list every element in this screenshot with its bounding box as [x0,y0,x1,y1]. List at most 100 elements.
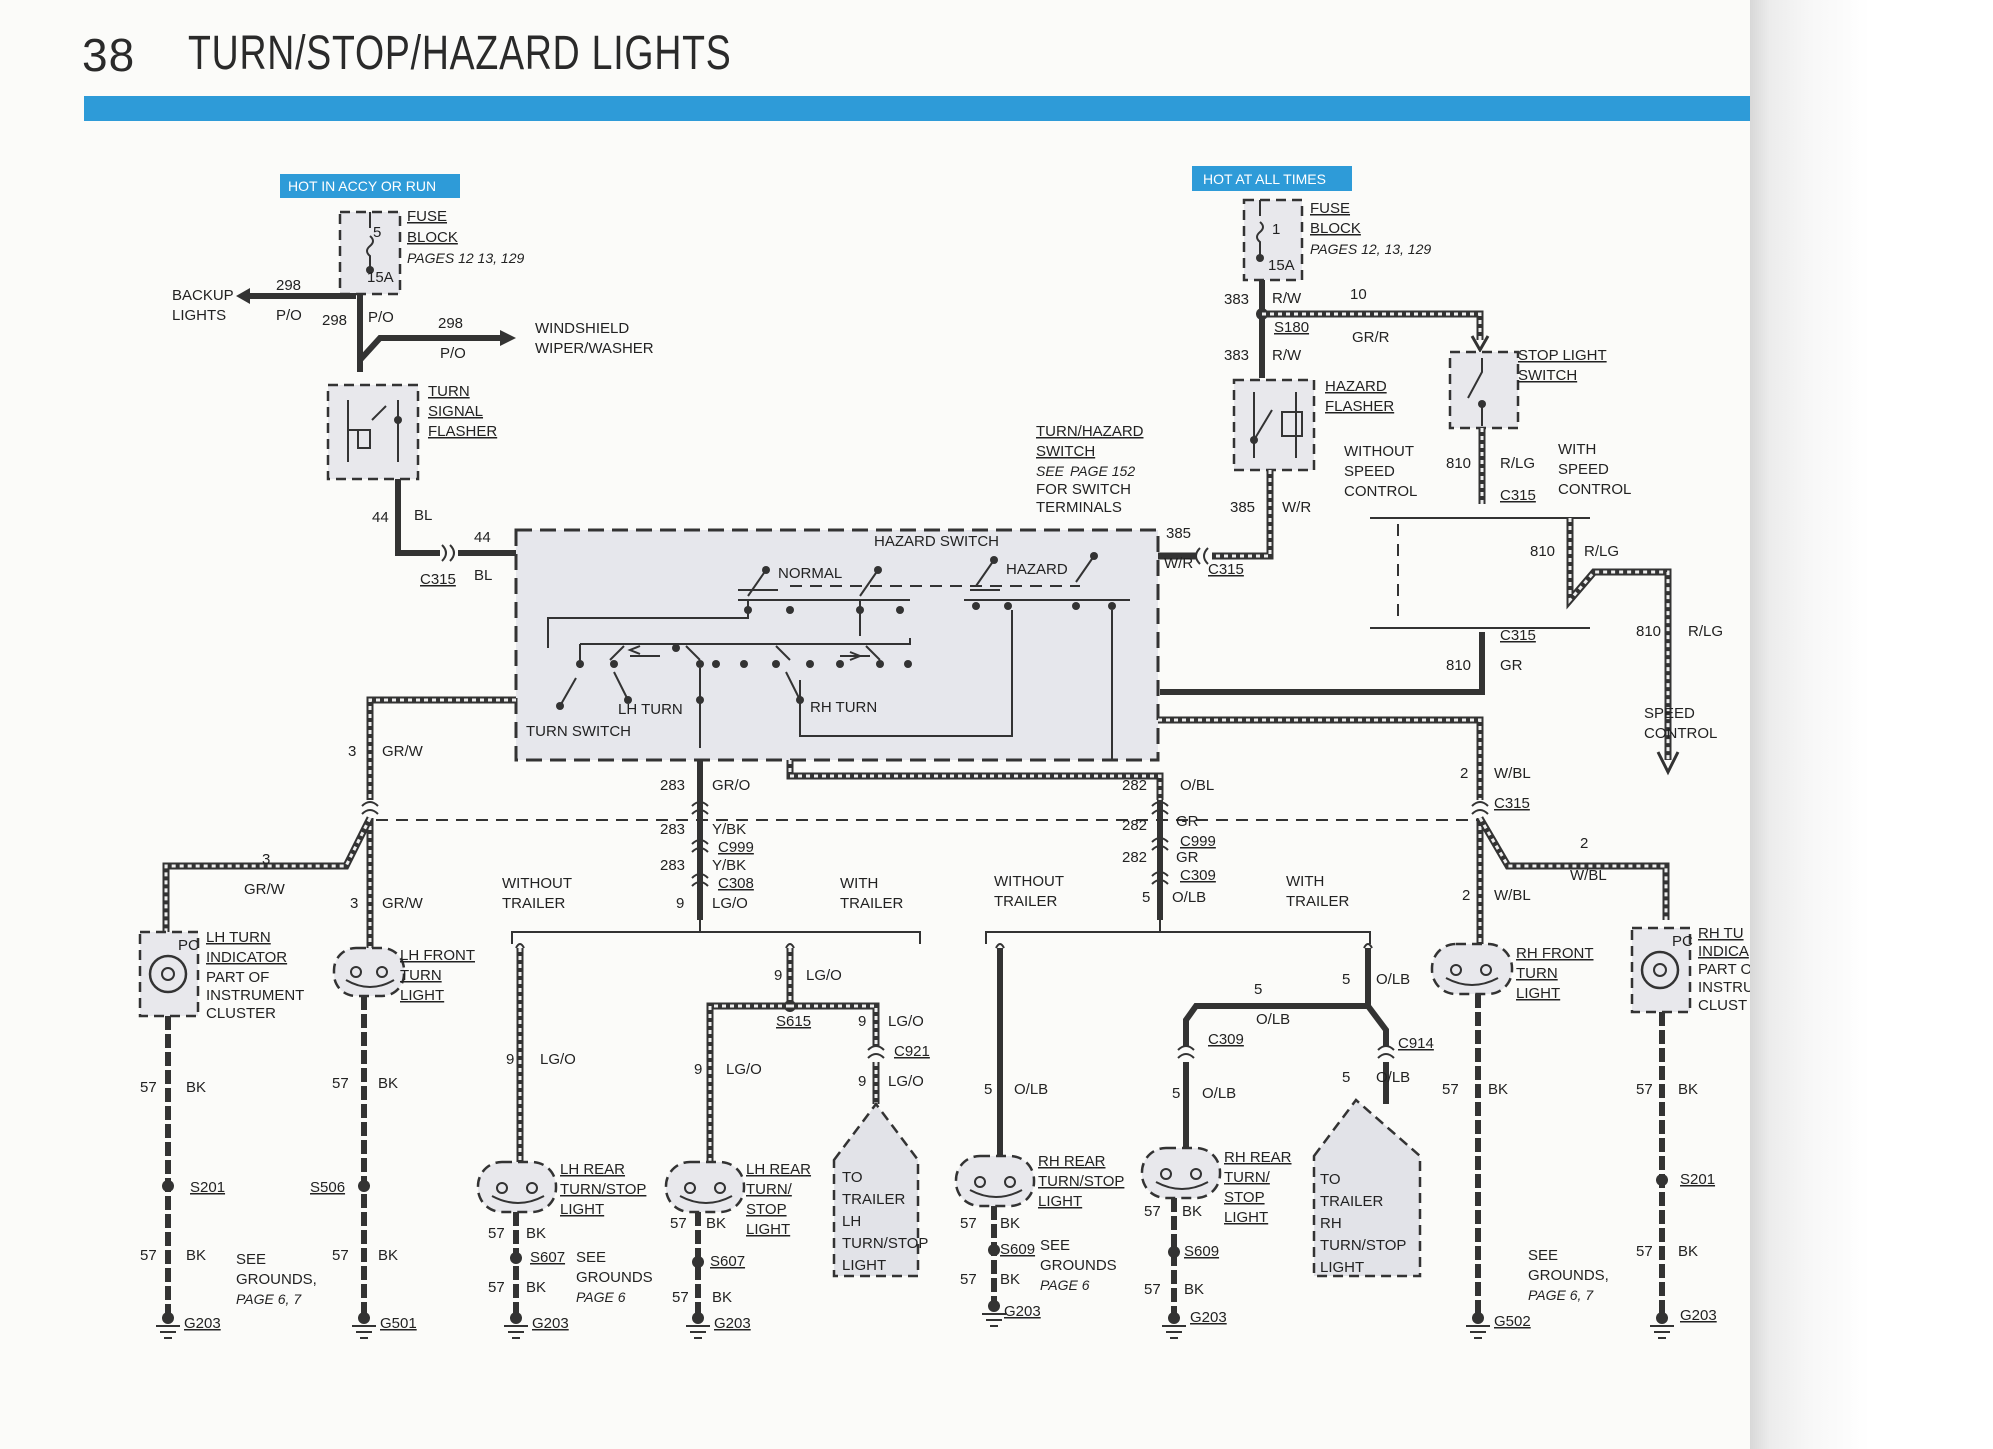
svg-text:P/O: P/O [440,345,466,362]
svg-text:BLOCK: BLOCK [407,229,458,246]
svg-text:810: 810 [1636,623,1661,640]
svg-text:BK: BK [186,1247,206,1264]
stop-light-switch: STOP LIGHT SWITCH [1448,347,1607,430]
svg-text:LH TURN: LH TURN [206,929,271,946]
svg-text:SEE: SEE [576,1249,606,1266]
right-feed-wires: 383 R/W 10 S180 GR/R 383 R/W [1224,280,1490,378]
svg-text:LIGHT: LIGHT [1038,1193,1082,1210]
svg-text:15A: 15A [1268,257,1295,274]
svg-text:TURN: TURN [400,967,442,984]
turn-signal-flasher: TURN SIGNAL FLASHER 44 BL 44 C315 BL [326,383,516,588]
svg-text:TURN/: TURN/ [1224,1169,1271,1186]
svg-text:SEE: SEE [236,1251,266,1268]
svg-text:CONTROL: CONTROL [1558,481,1631,498]
svg-text:PC: PC [1672,933,1693,950]
rh-rear-light-with-trailer: 5 O/LB C309 5 O/LB 5 O/LB C914 5 O/LB RH… [1140,943,1434,1339]
svg-text:57: 57 [140,1247,157,1264]
svg-text:LIGHT: LIGHT [560,1201,604,1218]
svg-text:GROUNDS,: GROUNDS, [236,1271,317,1288]
svg-text:283: 283 [660,777,685,794]
svg-text:TRAILER: TRAILER [840,895,904,912]
svg-text:TO: TO [842,1169,863,1186]
svg-text:TURN/STOP: TURN/STOP [1038,1173,1124,1190]
svg-text:810: 810 [1530,543,1555,560]
svg-text:S506: S506 [310,1179,345,1196]
svg-text:WIPER/WASHER: WIPER/WASHER [535,340,654,357]
svg-text:O/LB: O/LB [1014,1081,1048,1098]
rh-trailer-connector: TO TRAILER RH TURN/STOP LIGHT [1312,1098,1422,1278]
svg-text:SEE: SEE [1036,463,1065,479]
svg-text:PAGE 6, 7: PAGE 6, 7 [236,1291,302,1307]
svg-text:383: 383 [1224,291,1249,308]
svg-text:Y/BK: Y/BK [712,857,746,874]
svg-text:LIGHT: LIGHT [746,1221,790,1238]
svg-text:57: 57 [332,1247,349,1264]
svg-text:TRAILER: TRAILER [842,1191,906,1208]
svg-text:810: 810 [1446,455,1471,472]
svg-text:C315: C315 [1494,795,1530,812]
svg-text:TRAILER: TRAILER [1286,893,1350,910]
lh-rear-light-with-trailer: 9 LG/O S615 9 LG/O C921 9 LG/O 9 LG/O LH… [664,943,930,1339]
svg-text:9: 9 [676,895,684,912]
svg-text:57: 57 [1636,1081,1653,1098]
svg-text:9: 9 [774,967,782,984]
svg-text:S609: S609 [1184,1243,1219,1260]
svg-text:BK: BK [526,1279,546,1296]
svg-text:LIGHT: LIGHT [400,987,444,1004]
svg-text:57: 57 [1144,1281,1161,1298]
svg-text:LH: LH [842,1213,861,1230]
svg-text:LIGHT: LIGHT [1224,1209,1268,1226]
svg-text:57: 57 [670,1215,687,1232]
tag-hot-accy-run: HOT IN ACCY OR RUN [280,174,460,198]
svg-text:FOR SWITCH: FOR SWITCH [1036,481,1131,498]
svg-text:W/R: W/R [1282,499,1311,516]
svg-text:S180: S180 [1274,319,1309,336]
svg-text:SWITCH: SWITCH [1518,367,1577,384]
svg-text:HOT IN ACCY OR RUN: HOT IN ACCY OR RUN [288,178,436,194]
rh-turn-indicator: PC RH TU INDICA PART O INSTRU CLUST 57 B… [1630,925,1750,1339]
svg-text:LH REAR: LH REAR [746,1161,811,1178]
svg-text:LH FRONT: LH FRONT [400,947,475,964]
center-right-harness: O/BL 282 282 GR C999 282 GR C309 5 O/LB … [786,760,1371,944]
svg-text:STOP: STOP [1224,1189,1265,1206]
svg-text:44: 44 [474,529,491,546]
svg-text:S607: S607 [530,1249,565,1266]
svg-text:LG/O: LG/O [806,967,842,984]
svg-text:5: 5 [1342,1069,1350,1086]
left-branch-wires: 3 GR/W 3 GR/W 3 GR/W [162,696,1480,950]
svg-text:C914: C914 [1398,1035,1434,1052]
tag-hot-all-times: HOT AT ALL TIMES [1192,166,1352,191]
svg-text:HAZARD: HAZARD [1006,561,1068,578]
svg-text:C921: C921 [894,1043,930,1060]
svg-text:R/LG: R/LG [1584,543,1619,560]
svg-text:LH REAR: LH REAR [560,1161,625,1178]
svg-text:BL: BL [474,567,492,584]
svg-text:BK: BK [1000,1271,1020,1288]
svg-text:LIGHT: LIGHT [842,1257,886,1274]
svg-text:385: 385 [1230,499,1255,516]
svg-text:GROUNDS,: GROUNDS, [1528,1267,1609,1284]
svg-text:10: 10 [1350,286,1367,303]
svg-text:LG/O: LG/O [712,895,748,912]
svg-text:5: 5 [1172,1085,1180,1102]
svg-text:INSTRUMENT: INSTRUMENT [206,987,304,1004]
svg-text:NORMAL: NORMAL [778,565,842,582]
svg-text:LIGHTS: LIGHTS [172,307,226,324]
svg-text:GR/W: GR/W [382,895,424,912]
svg-text:BL: BL [414,507,432,524]
svg-text:PART OF: PART OF [206,969,269,986]
lh-rear-light-no-trailer: 9 LG/O LH REAR TURN/STOP LIGHT 57 BK S60… [476,943,653,1339]
svg-text:HOT AT ALL TIMES: HOT AT ALL TIMES [1203,171,1326,187]
svg-text:RH TURN: RH TURN [810,699,877,716]
svg-text:5: 5 [373,224,381,241]
rh-front-turn-light: RH FRONT TURN LIGHT 57 BK G502 SEE GROUN… [1430,942,1609,1339]
svg-text:STOP LIGHT: STOP LIGHT [1518,347,1607,364]
svg-text:44: 44 [372,509,389,526]
page-number: 38 [82,29,136,81]
svg-text:G203: G203 [1680,1307,1717,1324]
svg-text:57: 57 [960,1271,977,1288]
svg-text:9: 9 [858,1073,866,1090]
svg-text:RH REAR: RH REAR [1038,1153,1106,1170]
page-title: TURN/STOP/HAZARD LIGHTS [188,27,732,80]
